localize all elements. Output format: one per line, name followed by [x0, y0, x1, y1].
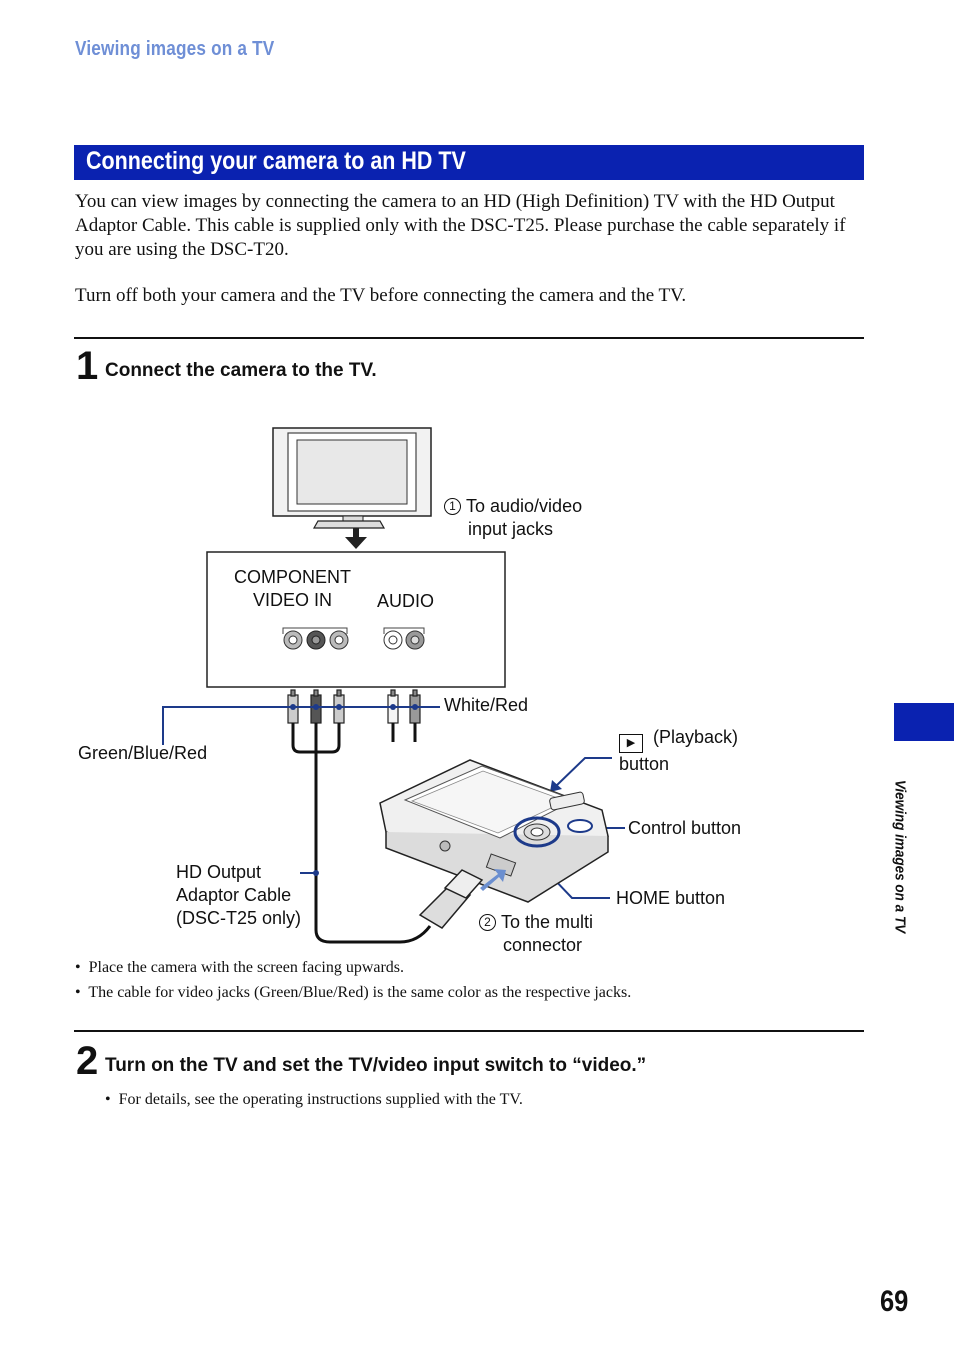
section-banner: Connecting your camera to an HD TV — [74, 145, 864, 180]
audio-jacks — [383, 630, 425, 650]
label-control-button: Control button — [628, 818, 742, 838]
step2-bullet-1: • For details, see the operating instruc… — [105, 1091, 523, 1108]
section-title: Connecting your camera to an HD TV — [86, 147, 466, 175]
step2-number: 2 — [76, 1039, 99, 1083]
intro-note: Turn off both your camera and the TV bef… — [75, 285, 687, 306]
arrow-head-icon — [550, 780, 562, 792]
side-tab-label: Viewing images on a TV — [891, 779, 909, 934]
step1-title: Connect the camera to the TV. — [105, 360, 377, 381]
connection-diagram — [162, 427, 625, 944]
step1-number: 1 — [76, 344, 99, 388]
component-jacks — [283, 630, 349, 650]
intro-paragraph: You can view images by connecting the ca… — [75, 191, 846, 260]
label-hd-output-cable: HD Output Adaptor Cable (DSC-T25 only) — [176, 862, 302, 928]
step2-rule — [74, 1030, 864, 1032]
label-white-red: White/Red — [444, 695, 529, 715]
label-home-button: HOME button — [616, 888, 726, 908]
label-green-blue-red: Green/Blue/Red — [78, 743, 208, 763]
tv-illustration — [272, 427, 432, 529]
side-tab — [894, 703, 954, 741]
down-arrow-icon — [345, 528, 367, 549]
running-head: Viewing images on a TV — [75, 38, 275, 60]
page-number: 69 — [880, 1285, 909, 1318]
cables — [291, 723, 432, 944]
step1-bullet-1: • Place the camera with the screen facin… — [75, 959, 405, 976]
playback-icon: ▶ — [619, 734, 643, 753]
step1-bullet-2: • The cable for video jacks (Green/Blue/… — [75, 984, 632, 1001]
jack-panel — [206, 551, 506, 688]
multi-connector-plug — [418, 869, 484, 929]
step1-rule — [74, 337, 864, 339]
step2-title: Turn on the TV and set the TV/video inpu… — [105, 1055, 647, 1076]
camera-illustration — [379, 759, 609, 903]
insert-arrow-icon — [480, 869, 506, 891]
label-component-video-in: COMPONENT VIDEO IN — [234, 567, 351, 610]
label-audio: AUDIO — [377, 591, 435, 611]
label-playback-button: ▶(Playback) button — [619, 727, 739, 774]
